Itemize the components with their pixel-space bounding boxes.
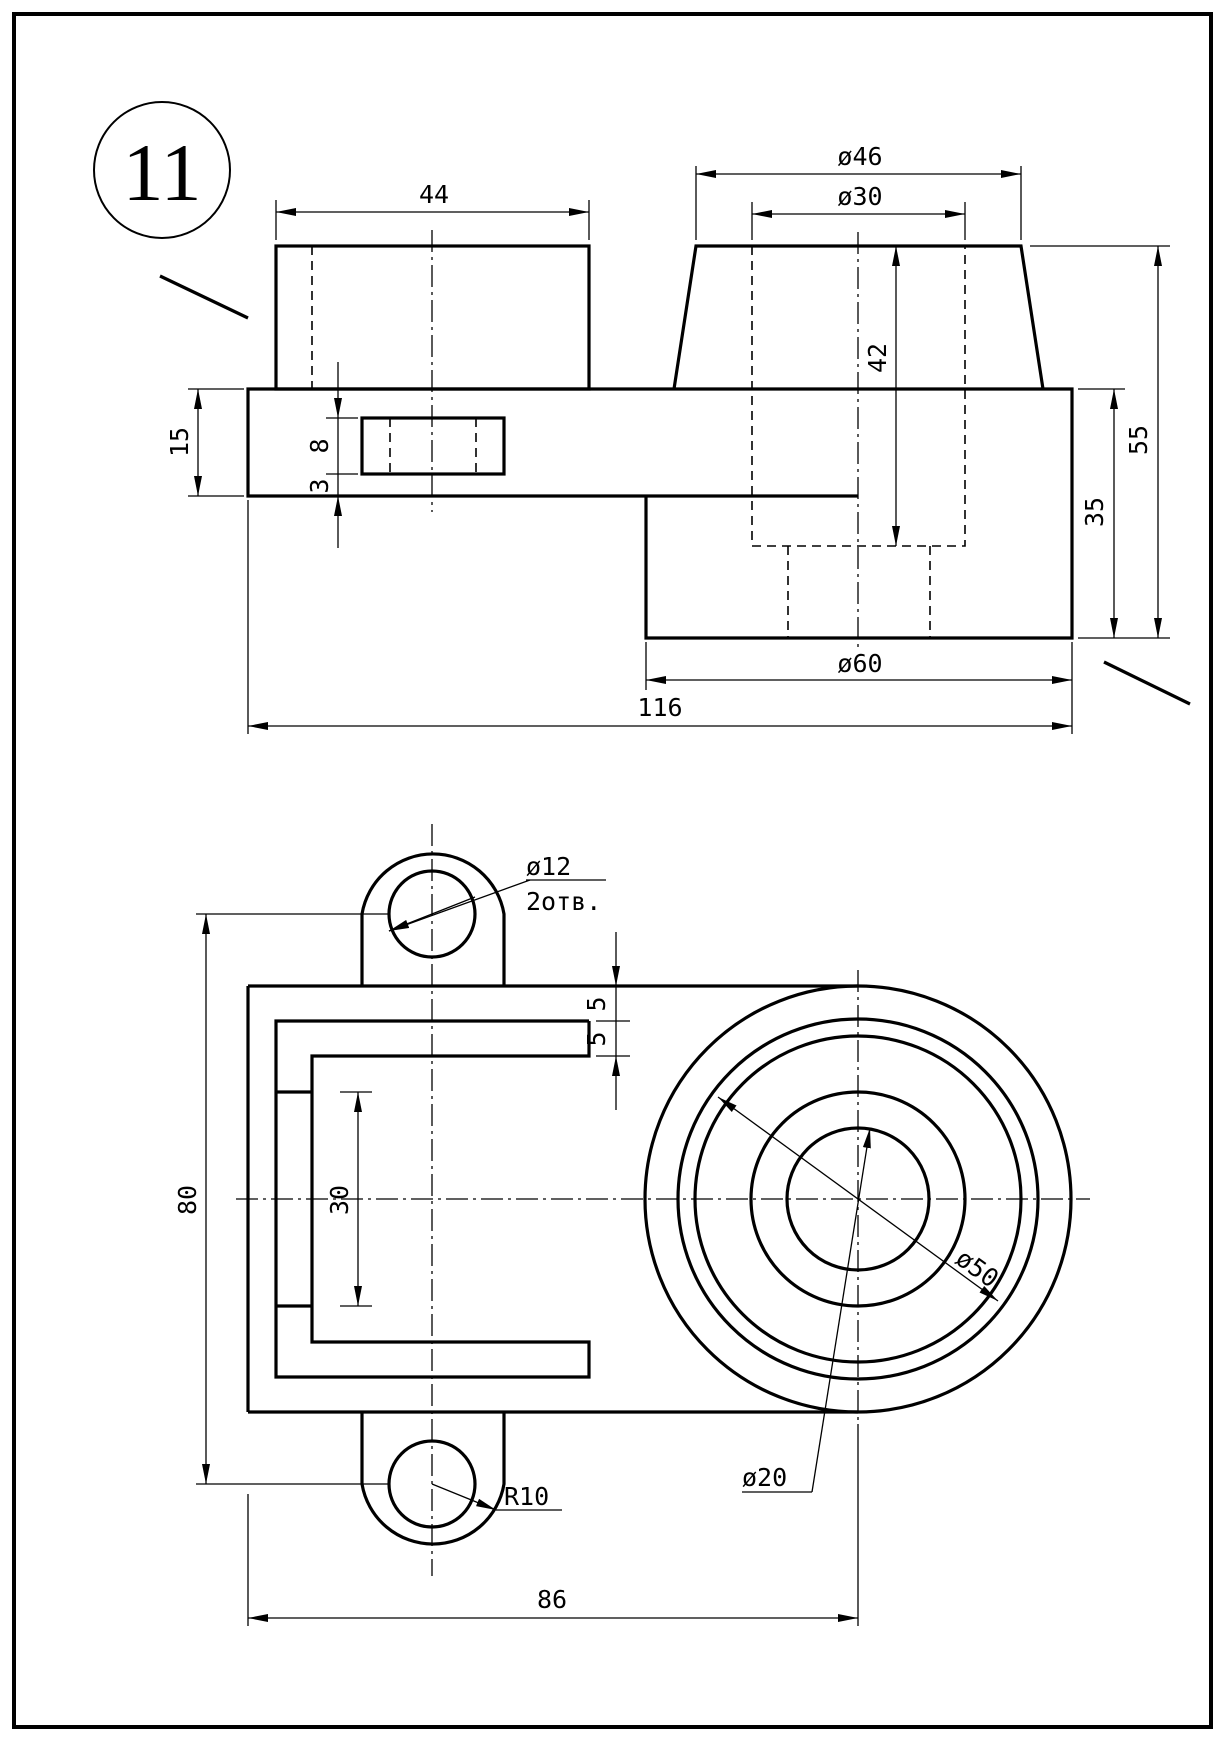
front-dimension-texts: 44 ø46 ø30 42 15 8 3 55 35 ø60 116 bbox=[165, 142, 1153, 722]
dim-text-42: 42 bbox=[863, 343, 892, 373]
dim-text-46: ø46 bbox=[837, 142, 882, 171]
front-view-outline bbox=[246, 244, 1074, 640]
dim-text-20: ø20 bbox=[742, 1463, 787, 1492]
leader-hole-12 bbox=[388, 896, 476, 932]
dim-text-hole-count: 2отв. bbox=[526, 887, 601, 916]
lug-top bbox=[360, 852, 506, 986]
leader-radius-10 bbox=[431, 1483, 497, 1511]
slot-outer bbox=[274, 1019, 591, 1379]
dim-text-60: ø60 bbox=[837, 649, 882, 678]
section-mark-right bbox=[1103, 660, 1191, 706]
top-dimension-lines bbox=[202, 879, 999, 1622]
dim-text-5: 5 bbox=[582, 996, 611, 1011]
dim-text-44: 44 bbox=[419, 180, 449, 209]
sheet-number-circle bbox=[93, 101, 231, 239]
dim-line-50 bbox=[717, 1096, 999, 1302]
dim-text-55: 55 bbox=[1124, 425, 1153, 455]
top-extension-lines bbox=[196, 913, 859, 1626]
dim-text-30: ø30 bbox=[837, 182, 882, 211]
section-mark-left bbox=[159, 274, 249, 320]
hidden-bore bbox=[751, 246, 966, 547]
front-flange bbox=[246, 387, 1074, 640]
front-view: 44 ø46 ø30 42 15 8 3 55 35 ø60 116 bbox=[165, 142, 1170, 734]
dim-text-hole-diameter: ø12 bbox=[526, 852, 571, 881]
sheet-number: 11 bbox=[123, 127, 202, 218]
top-view: ø12 2отв. 5 5 30 80 ø50 ø20 R10 86 bbox=[173, 824, 1090, 1626]
sheet-border bbox=[12, 12, 1213, 1729]
top-dimension-texts: ø12 2отв. 5 5 30 80 ø50 ø20 R10 86 bbox=[173, 852, 1004, 1614]
dim-text-5: 5 bbox=[582, 1031, 611, 1046]
front-extension-lines bbox=[188, 166, 1170, 734]
lug-bottom bbox=[360, 1412, 506, 1546]
sheet-number-badge: 11 bbox=[93, 101, 231, 239]
dim-text-8: 8 bbox=[305, 438, 334, 453]
dim-text-30: 30 bbox=[325, 1185, 354, 1215]
leader-diameter-20 bbox=[811, 1127, 871, 1493]
front-hidden-lines bbox=[311, 246, 966, 638]
dim-text-R10: R10 bbox=[504, 1482, 549, 1511]
leader-hole-12 bbox=[388, 879, 531, 932]
dim-text-15: 15 bbox=[165, 427, 194, 457]
dim-text-3: 3 bbox=[305, 478, 334, 493]
dim-text-86: 86 bbox=[537, 1585, 567, 1614]
dim-text-35: 35 bbox=[1080, 497, 1109, 527]
dim-text-116: 116 bbox=[637, 693, 682, 722]
dim-text-80: 80 bbox=[173, 1185, 202, 1215]
front-dimension-lines bbox=[194, 170, 1162, 730]
front-slot bbox=[360, 416, 506, 476]
